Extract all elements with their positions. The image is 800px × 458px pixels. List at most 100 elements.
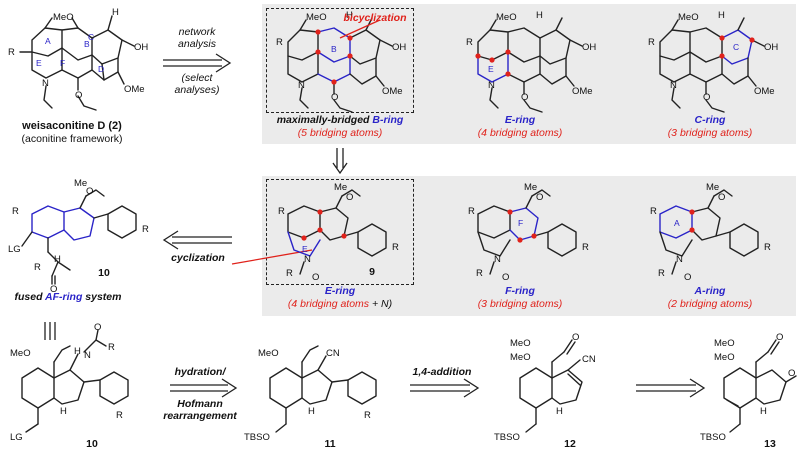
b-ring-count: (5 bridging atoms) xyxy=(297,127,383,139)
svg-text:R: R xyxy=(648,37,655,48)
svg-text:R: R xyxy=(116,410,123,421)
svg-text:OH: OH xyxy=(764,42,778,53)
svg-text:H: H xyxy=(308,406,315,417)
svg-text:O: O xyxy=(502,272,509,283)
atom-o: O xyxy=(75,90,82,101)
svg-text:O: O xyxy=(346,192,353,203)
arrow-label-network: network xyxy=(178,26,216,38)
svg-text:H: H xyxy=(60,406,67,417)
compound-13-structure xyxy=(723,339,797,433)
equivalence-lines xyxy=(44,322,56,340)
svg-text:MeO: MeO xyxy=(258,348,279,359)
svg-text:R: R xyxy=(466,37,473,48)
svg-text:R: R xyxy=(108,342,115,353)
svg-text:F: F xyxy=(518,218,523,228)
svg-text:LG: LG xyxy=(8,244,21,255)
atom-meo: MeO xyxy=(53,12,74,23)
svg-text:CN: CN xyxy=(582,354,596,365)
weisaconitine-structure xyxy=(19,15,135,111)
addition-label: 1,4-addition xyxy=(412,366,472,378)
svg-text:OMe: OMe xyxy=(382,86,403,97)
bicyclization-label: bicyclization xyxy=(343,12,407,24)
svg-text:H: H xyxy=(346,10,353,21)
svg-text:OH: OH xyxy=(392,42,406,53)
c-ring-title: C-ring xyxy=(694,114,726,126)
b-ring-structure xyxy=(287,17,393,113)
network-analysis-arrow xyxy=(163,53,232,73)
svg-text:H: H xyxy=(54,254,61,265)
fused-ring-title: fused AF-ring system xyxy=(14,291,122,303)
svg-text:MeO: MeO xyxy=(714,338,735,349)
svg-text:MeO: MeO xyxy=(678,12,699,23)
svg-text:MeO: MeO xyxy=(510,352,531,363)
rearrangement-label: rearrangement xyxy=(163,410,237,422)
c-ring-count: (3 bridging atoms) xyxy=(667,127,753,139)
svg-text:R: R xyxy=(142,224,149,235)
compound-12-label: 12 xyxy=(564,438,576,450)
svg-text:R: R xyxy=(468,206,475,217)
svg-text:LG: LG xyxy=(10,432,23,443)
svg-text:MeO: MeO xyxy=(510,338,531,349)
atom-ome: OMe xyxy=(124,84,145,95)
svg-text:R: R xyxy=(276,37,283,48)
selected-e-ring-box xyxy=(266,179,414,285)
middle-analysis-panel xyxy=(262,176,796,316)
svg-text:F: F xyxy=(60,58,65,68)
svg-text:Me: Me xyxy=(334,182,347,193)
start-compound-name: weisaconitine D (2) xyxy=(22,120,122,132)
svg-text:R: R xyxy=(278,206,285,217)
c-ring-structure xyxy=(659,17,765,113)
compound-9-structure xyxy=(287,189,387,275)
f-ring-title: F-ring xyxy=(505,285,535,297)
hydration-arrow xyxy=(170,378,238,398)
compound-11-label: 11 xyxy=(324,438,336,450)
atom-r: R xyxy=(8,47,15,58)
compound-10-bottom-structure xyxy=(21,329,129,433)
svg-text:E: E xyxy=(36,58,42,68)
b-ring-title: maximally-bridged B-ring xyxy=(276,114,404,126)
svg-text:TBSO: TBSO xyxy=(244,432,270,443)
compound-9-label: 9 xyxy=(369,266,375,278)
svg-text:TBSO: TBSO xyxy=(494,432,520,443)
svg-text:CN: CN xyxy=(326,348,340,359)
svg-text:C: C xyxy=(88,32,94,42)
compound-10-label: 10 xyxy=(98,267,110,279)
svg-text:C: C xyxy=(733,42,739,52)
compound-12-structure xyxy=(519,339,583,433)
atom-h: H xyxy=(112,7,119,18)
svg-text:OMe: OMe xyxy=(754,86,775,97)
svg-text:H: H xyxy=(74,346,81,357)
svg-text:E: E xyxy=(302,244,308,254)
svg-text:Me: Me xyxy=(74,178,87,189)
svg-text:O: O xyxy=(788,368,795,379)
svg-text:E: E xyxy=(488,64,494,74)
f-ring-count: (3 bridging atoms) xyxy=(477,298,563,310)
svg-text:R: R xyxy=(650,206,657,217)
svg-text:OH: OH xyxy=(582,42,596,53)
svg-text:R: R xyxy=(582,242,589,253)
svg-text:MeO: MeO xyxy=(714,352,735,363)
final-arrow xyxy=(636,378,706,398)
svg-text:B: B xyxy=(331,44,337,54)
svg-text:O: O xyxy=(684,272,691,283)
arrow-sub-select: (select xyxy=(181,72,213,84)
svg-text:N: N xyxy=(84,350,91,361)
compound-10-bottom-label: 10 xyxy=(86,438,98,450)
cyclization-arrow xyxy=(162,230,232,250)
svg-text:O: O xyxy=(86,186,93,197)
svg-text:B: B xyxy=(84,39,90,49)
svg-text:N: N xyxy=(488,80,495,91)
svg-text:R: R xyxy=(12,206,19,217)
svg-text:O: O xyxy=(50,284,57,295)
compound-13-label: 13 xyxy=(764,438,776,450)
svg-text:Me: Me xyxy=(524,182,537,193)
svg-text:O: O xyxy=(776,332,783,343)
svg-text:R: R xyxy=(392,242,399,253)
svg-text:MeO: MeO xyxy=(10,348,31,359)
svg-text:R: R xyxy=(286,268,293,279)
f-ring-structure xyxy=(477,189,577,275)
e-ring-title-top: E-ring xyxy=(504,114,536,126)
svg-text:OMe: OMe xyxy=(572,86,593,97)
